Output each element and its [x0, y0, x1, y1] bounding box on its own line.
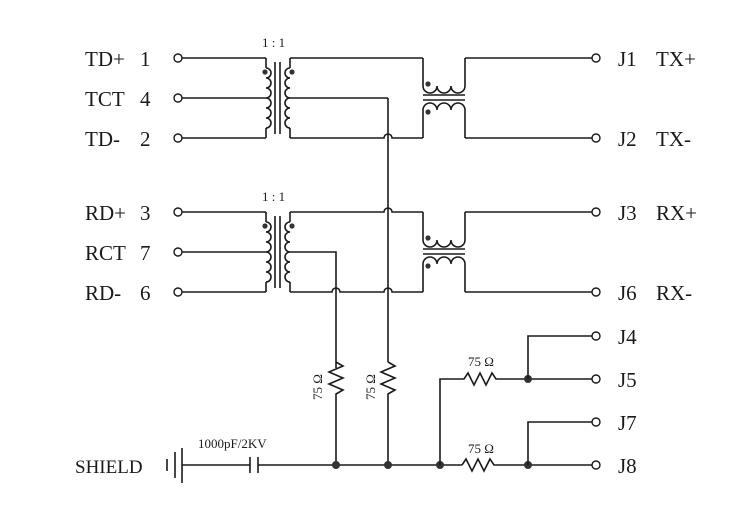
label-rd-plus: RD+	[85, 201, 126, 225]
pin-2: 2	[140, 127, 151, 151]
label-j3: J3	[618, 201, 637, 225]
label-td-plus: TD+	[85, 47, 125, 71]
wire-tx-sec-bottom	[290, 133, 423, 139]
junction-dot-1	[332, 461, 340, 469]
label-tx-minus: TX-	[656, 127, 691, 151]
pin-6: 6	[140, 281, 151, 305]
tx-ratio-label: 1 : 1	[262, 35, 285, 50]
resistor-4-label: 75 Ω	[468, 441, 494, 456]
label-j7: J7	[618, 411, 637, 435]
wire-rx-center-tap	[290, 251, 337, 368]
terminal-j2[interactable]	[591, 133, 601, 143]
tx-choke-dot-bottom	[425, 109, 431, 115]
pin-4: 4	[140, 87, 151, 111]
terminal-j3[interactable]	[591, 207, 601, 217]
label-j4: J4	[618, 325, 637, 349]
label-rd-minus: RD-	[85, 281, 121, 305]
pin-7: 7	[140, 241, 151, 265]
label-j8: J8	[618, 454, 637, 478]
label-tx-plus: TX+	[656, 47, 696, 71]
rx-choke-dot-bottom	[425, 263, 431, 269]
tx-choke-bottom-coil	[422, 102, 466, 138]
rx-choke-bottom-coil	[422, 256, 466, 292]
terminal-td-plus[interactable]	[173, 53, 183, 63]
label-j1: J1	[618, 47, 637, 71]
terminal-rd-minus[interactable]	[173, 287, 183, 297]
label-rct: RCT	[85, 241, 126, 265]
pin-1: 1	[140, 47, 151, 71]
tx-primary-coil	[265, 58, 272, 138]
resistor-rct-75ohm	[326, 361, 346, 465]
resistor-tct-75ohm	[378, 361, 398, 465]
label-rx-minus: RX-	[656, 281, 692, 305]
terminal-rd-plus[interactable]	[173, 207, 183, 217]
wire-j4	[527, 335, 592, 379]
junction-dot-2	[384, 461, 392, 469]
label-j5: J5	[618, 368, 637, 392]
terminal-j4[interactable]	[591, 331, 601, 341]
resistor-j7-j8-75ohm	[461, 457, 592, 473]
resistor-1-label: 75 Ω	[310, 374, 325, 400]
terminal-tct[interactable]	[173, 93, 183, 103]
label-td-minus: TD-	[85, 127, 120, 151]
terminal-rct[interactable]	[173, 247, 183, 257]
label-j2: J2	[618, 127, 637, 151]
tx-primary-polarity-dot	[262, 69, 268, 75]
wire-rx-sec-top	[290, 207, 423, 213]
termination-network: 75 Ω 75 Ω 1000pF/2KV SHIELD 75 Ω 75 Ω	[75, 335, 592, 483]
terminal-td-minus[interactable]	[173, 133, 183, 143]
tx-choke-top-coil	[422, 58, 466, 94]
resistor-j4-j5-75ohm	[439, 371, 592, 465]
rx-primary-polarity-dot	[262, 223, 268, 229]
rx-transformer-section: 1 : 1	[182, 189, 592, 368]
wire-j7	[527, 421, 592, 465]
tx-secondary-polarity-dot	[289, 69, 295, 75]
terminal-j5[interactable]	[591, 374, 601, 384]
terminal-j1[interactable]	[591, 53, 601, 63]
wire-rx-sec-bottom	[290, 287, 423, 293]
rx-ratio-label: 1 : 1	[262, 189, 285, 204]
label-rx-plus: RX+	[656, 201, 697, 225]
label-j6: J6	[618, 281, 637, 305]
terminal-j6[interactable]	[591, 287, 601, 297]
terminal-j8[interactable]	[591, 460, 601, 470]
rx-choke-top-coil	[422, 212, 466, 248]
label-tct: TCT	[85, 87, 125, 111]
resistor-3-label: 75 Ω	[468, 354, 494, 369]
resistor-2-label: 75 Ω	[363, 374, 378, 400]
tx-transformer-section: 1 : 1	[182, 35, 592, 139]
tx-secondary-coil	[284, 58, 291, 138]
rx-primary-coil	[265, 212, 272, 292]
tx-choke-dot-top	[425, 81, 431, 87]
rx-secondary-polarity-dot	[289, 223, 295, 229]
terminal-j7[interactable]	[591, 417, 601, 427]
pin-3: 3	[140, 201, 151, 225]
rx-choke-dot-top	[425, 235, 431, 241]
capacitor-label: 1000pF/2KV	[198, 436, 267, 451]
shield-label: SHIELD	[75, 457, 143, 478]
rx-secondary-coil	[284, 212, 291, 292]
